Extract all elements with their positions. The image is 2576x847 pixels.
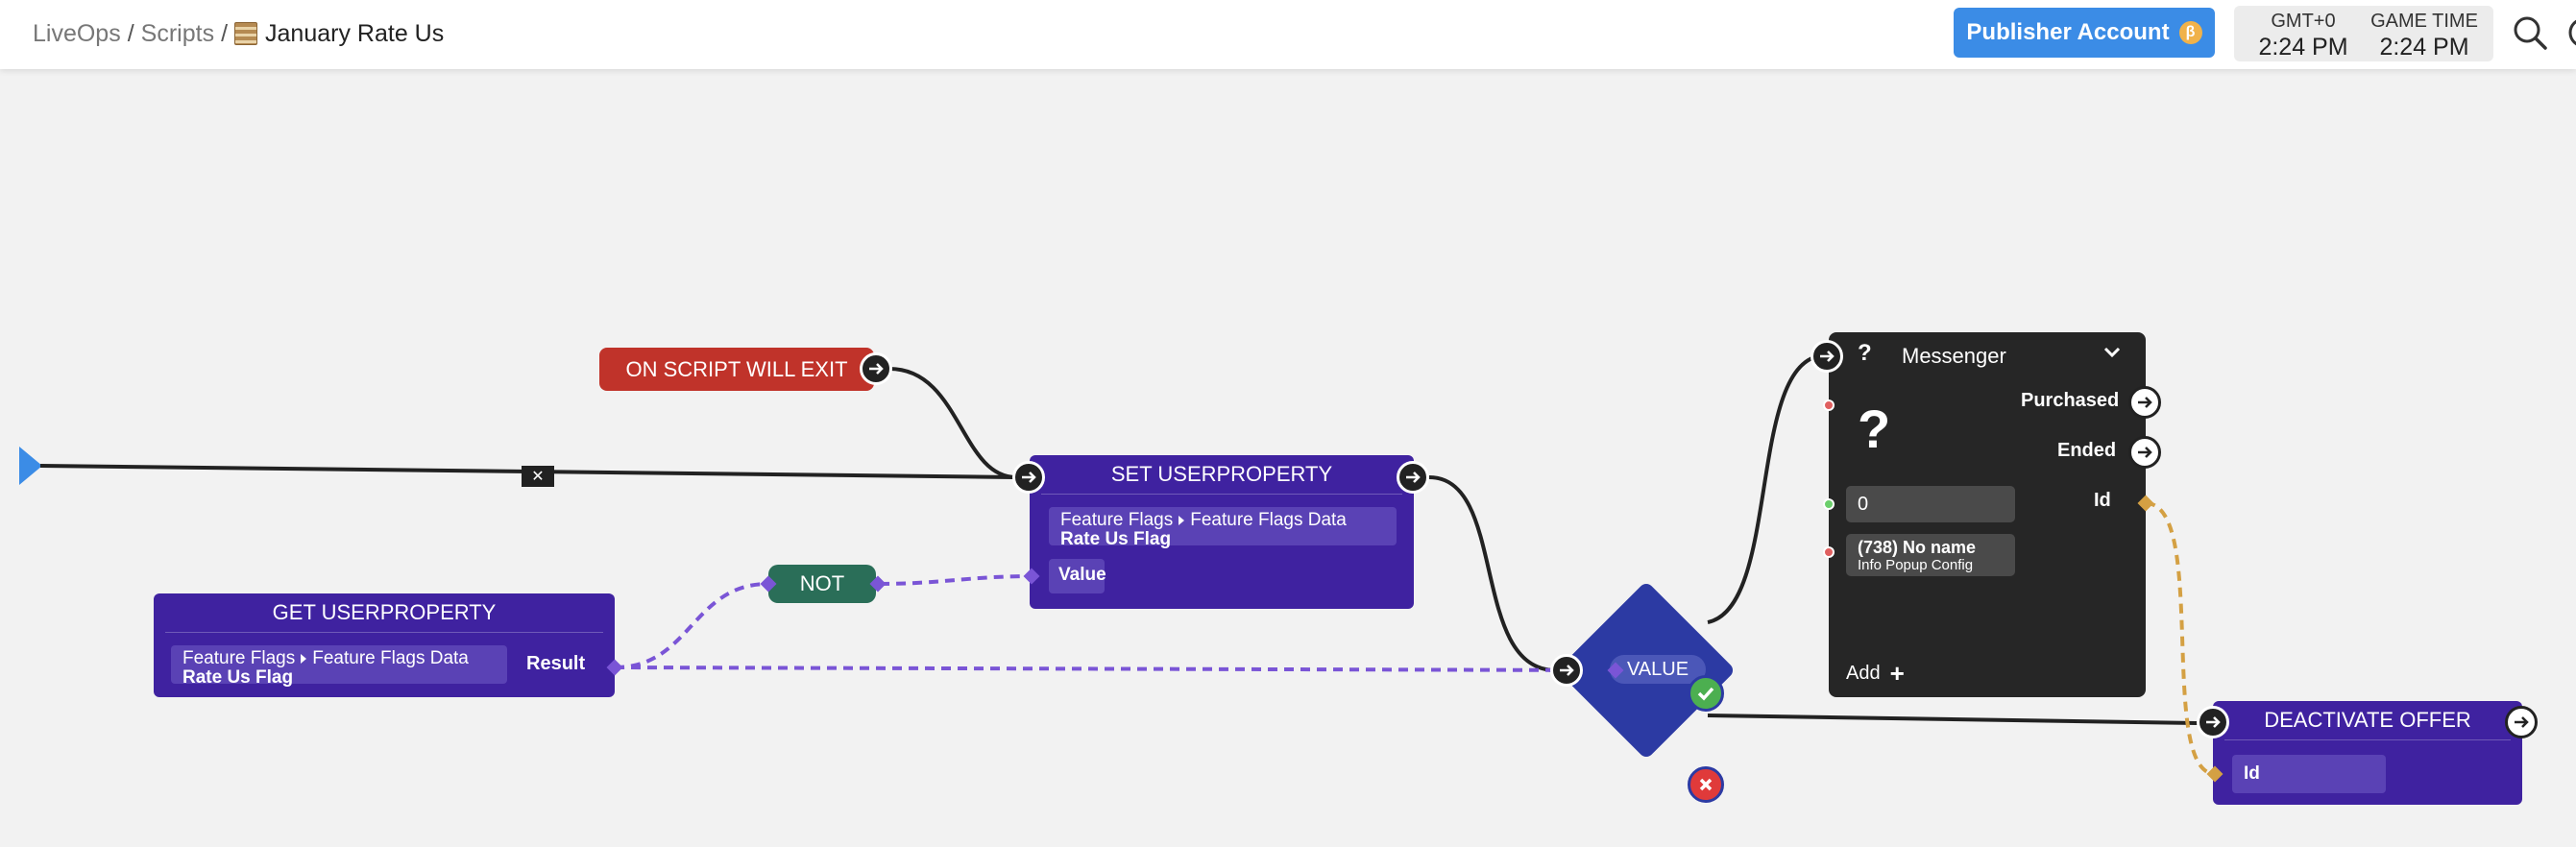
gmt-clock: GMT+0 2:24 PM	[2255, 6, 2351, 61]
set-userproperty-title: SET USERPROPERTY	[1110, 462, 1333, 486]
deactivate-offer-node[interactable]: DEACTIVATE OFFER Id	[2213, 701, 2522, 805]
script-scroll-icon	[234, 22, 258, 45]
branch-value-label: VALUE	[1626, 658, 1689, 680]
messenger-help-icon[interactable]: ?	[1858, 340, 1872, 366]
link-id-to-deactivate	[2145, 501, 2218, 777]
on-exit-out-port[interactable]	[860, 352, 892, 385]
messenger-value-input[interactable]: 0	[1846, 486, 2015, 522]
breadcrumb-liveops[interactable]: LiveOps	[33, 20, 121, 47]
branch-in-port[interactable]	[1550, 654, 1583, 687]
top-bar: LiveOps / Scripts / January Rate Us Publ…	[0, 0, 2576, 69]
config-type: Info Popup Config	[1858, 557, 1974, 573]
deactivate-offer-title: DEACTIVATE OFFER	[2264, 708, 2471, 732]
beta-icon: β	[2178, 21, 2202, 44]
arrow-right-icon	[1406, 472, 1421, 483]
deactivate-out-port[interactable]	[2505, 706, 2538, 738]
game-time-label: GAME TIME	[2370, 11, 2478, 32]
link-branch-false-to-deactivate	[1707, 714, 2200, 725]
not-node[interactable]: NOT	[768, 565, 876, 603]
messenger-pin-2[interactable]	[1823, 498, 1835, 510]
link-result-to-not	[614, 582, 769, 669]
deactivate-in-port[interactable]	[2197, 706, 2229, 738]
set-value-input[interactable]: Value	[1049, 559, 1106, 593]
on-script-will-exit-node[interactable]: ON SCRIPT WILL EXIT	[599, 348, 874, 391]
gmt-time: 2:24 PM	[2258, 34, 2348, 60]
add-label: Add	[1846, 663, 1881, 684]
deactivate-id-input[interactable]: Id	[2232, 755, 2386, 793]
messenger-pin-3[interactable]	[1823, 546, 1835, 558]
game-clock: GAME TIME 2:24 PM	[2370, 6, 2478, 61]
arrow-right-icon	[1022, 472, 1036, 483]
purchased-label: Purchased	[2021, 390, 2120, 411]
publisher-account-label: Publisher Account	[1966, 19, 2170, 45]
path-field-name: Rate Us Flag	[1060, 529, 1172, 549]
caret-right-icon	[1179, 516, 1185, 525]
link-set-to-branch	[1428, 475, 1557, 672]
branch-true-port[interactable]	[1688, 675, 1724, 712]
arrow-right-icon	[2206, 716, 2221, 728]
link-branch-true-to-messenger	[1707, 353, 1826, 624]
messenger-add-button[interactable]: Add +	[1846, 659, 1905, 689]
script-canvas[interactable]: ✕ ON SCRIPT WILL EXIT SET USERPROPERTY F…	[0, 69, 2576, 847]
ended-label: Ended	[2057, 440, 2117, 461]
branch-false-port[interactable]	[1688, 766, 1724, 803]
remove-link-icon[interactable]: ✕	[522, 466, 554, 487]
breadcrumb-separator: /	[221, 20, 229, 47]
x-icon	[1699, 778, 1713, 791]
start-arrow-icon	[19, 447, 42, 485]
breadcrumb-scripts[interactable]: Scripts	[140, 20, 215, 47]
page-title: January Rate Us	[265, 20, 445, 47]
get-userproperty-title: GET USERPROPERTY	[272, 600, 497, 624]
path-data: Feature Flags Data	[312, 648, 469, 668]
set-out-port[interactable]	[1397, 461, 1429, 494]
toolbar-overflow-icon[interactable]	[2563, 12, 2576, 54]
purchased-out-port[interactable]	[2128, 386, 2161, 419]
messenger-pin-1[interactable]	[1823, 399, 1835, 411]
chevron-down-icon[interactable]	[2102, 342, 2123, 368]
get-property-path-field[interactable]: Feature Flags Feature Flags Data Rate Us …	[171, 645, 507, 688]
messenger-node[interactable]: ? Messenger ? Purchased Ended Id 0 (738)…	[1829, 332, 2146, 697]
arrow-right-icon	[1820, 351, 1835, 362]
game-time: 2:24 PM	[2379, 34, 2469, 60]
link-exit-to-set	[888, 367, 1017, 479]
arrow-right-icon	[1560, 665, 1574, 676]
messenger-placeholder-icon: ?	[1858, 399, 1891, 459]
path-group: Feature Flags	[1060, 510, 1174, 530]
id-label: Id	[2094, 490, 2111, 511]
breadcrumb: LiveOps / Scripts / January Rate Us	[33, 17, 444, 50]
plus-icon: +	[1889, 659, 1905, 688]
arrow-right-icon	[869, 363, 884, 375]
arrow-right-icon	[2138, 397, 2152, 408]
arrow-right-icon	[2515, 716, 2529, 728]
path-field-name: Rate Us Flag	[182, 667, 294, 688]
path-group: Feature Flags	[182, 648, 296, 668]
publisher-account-button[interactable]: Publisher Account β	[1954, 8, 2215, 58]
link-not-to-value	[879, 574, 1033, 586]
config-name: (738) No name	[1858, 538, 1977, 557]
path-data: Feature Flags Data	[1190, 510, 1347, 530]
time-display: GMT+0 2:24 PM GAME TIME 2:24 PM	[2234, 6, 2493, 61]
set-property-path-field[interactable]: Feature Flags Feature Flags Data Rate Us …	[1049, 507, 1397, 549]
breadcrumb-separator: /	[127, 20, 134, 47]
checkmark-icon	[1697, 687, 1714, 701]
link-result-to-branch	[614, 666, 1615, 672]
messenger-config-field[interactable]: (738) No name Info Popup Config	[1846, 534, 2015, 576]
caret-right-icon	[301, 654, 307, 664]
arrow-right-icon	[2138, 447, 2152, 458]
on-script-exit-title: ON SCRIPT WILL EXIT	[625, 356, 848, 381]
branch-value-pill[interactable]: VALUE	[1610, 655, 1706, 684]
connection-links	[19, 353, 2218, 777]
gmt-label: GMT+0	[2271, 11, 2336, 32]
search-icon[interactable]	[2509, 12, 2551, 54]
ended-out-port[interactable]	[2128, 436, 2161, 469]
get-result-label: Result	[526, 653, 586, 674]
messenger-title: Messenger	[1902, 344, 2006, 368]
messenger-in-port[interactable]	[1810, 340, 1843, 373]
not-title: NOT	[799, 571, 845, 595]
set-in-port[interactable]	[1012, 461, 1045, 494]
breadcrumb-current: January Rate Us	[234, 17, 444, 50]
